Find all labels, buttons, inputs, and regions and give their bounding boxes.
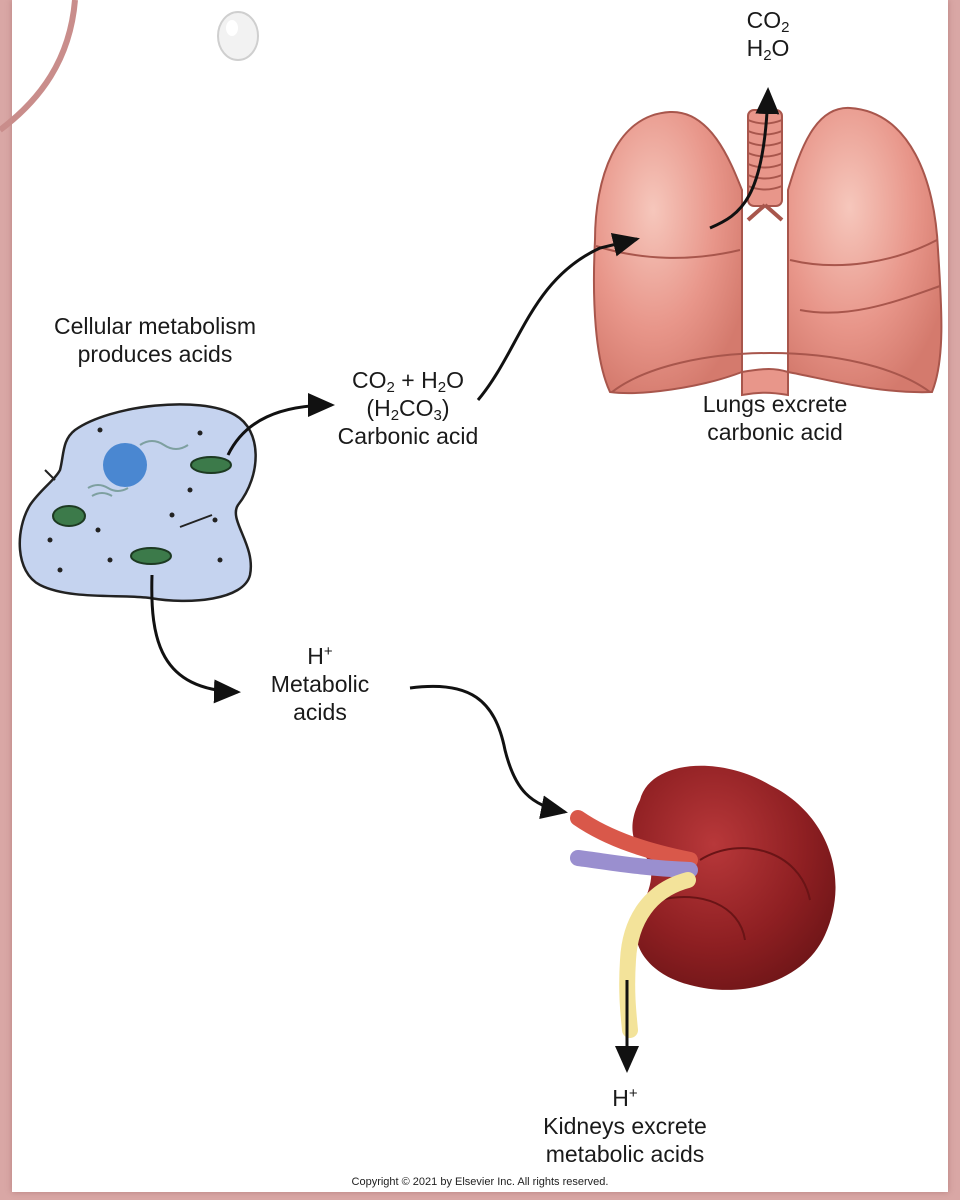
golgi bbox=[87, 440, 189, 497]
decorative-droplet bbox=[0, 0, 259, 133]
carbonic-acid-text: Carbonic acid bbox=[337, 423, 479, 449]
cell-label-line1: Cellular metabolism bbox=[54, 313, 256, 339]
copyright-notice: Copyright © 2021 by Elsevier Inc. All ri… bbox=[351, 1176, 609, 1188]
cell-label: Cellular metabolism produces acids bbox=[20, 312, 290, 368]
equation-co2-h2o: CO2 + H2O bbox=[352, 367, 464, 396]
exhaled-h2o: H2O bbox=[746, 35, 790, 64]
kidneys-label-line2: metabolic acids bbox=[545, 1141, 705, 1167]
exhaled-co2: CO2 bbox=[746, 7, 790, 36]
arrow-carbonic-to-lungs bbox=[476, 233, 640, 401]
arrow-metabolic-to-kidney bbox=[409, 684, 568, 820]
lungs-label-line1: Lungs excrete bbox=[702, 391, 848, 417]
kidney-hydrogen-ion: H+ bbox=[612, 1085, 638, 1111]
arrow-cell-to-carbonic bbox=[226, 393, 335, 456]
lungs-illustration bbox=[592, 106, 943, 397]
kidneys-label-line1: Kidneys excrete bbox=[543, 1113, 707, 1139]
arrow-lungs-exhale bbox=[709, 87, 780, 230]
cell-illustration bbox=[18, 403, 257, 603]
metabolic-label-line1: Metabolic bbox=[270, 671, 370, 697]
nucleus bbox=[103, 443, 147, 487]
kidney-illustration bbox=[570, 765, 836, 1038]
metabolic-label-line2: acids bbox=[293, 699, 347, 725]
metabolic-acids-label: H+ Metabolic acids bbox=[240, 642, 400, 726]
equation-h2co3: (H2CO3) bbox=[366, 395, 450, 424]
hydrogen-ion: H+ bbox=[307, 643, 333, 669]
cell-label-line2: produces acids bbox=[77, 341, 233, 367]
exhaled-products-label: CO2 H2O bbox=[718, 6, 818, 64]
mitochondria bbox=[52, 456, 232, 565]
arrow-cell-to-metabolic bbox=[150, 574, 241, 704]
lungs-label: Lungs excrete carbonic acid bbox=[660, 390, 890, 446]
lungs-label-line2: carbonic acid bbox=[707, 419, 843, 445]
kidneys-label: H+ Kidneys excrete metabolic acids bbox=[500, 1084, 750, 1168]
carbonic-acid-label: CO2 + H2O (H2CO3) Carbonic acid bbox=[318, 366, 498, 450]
